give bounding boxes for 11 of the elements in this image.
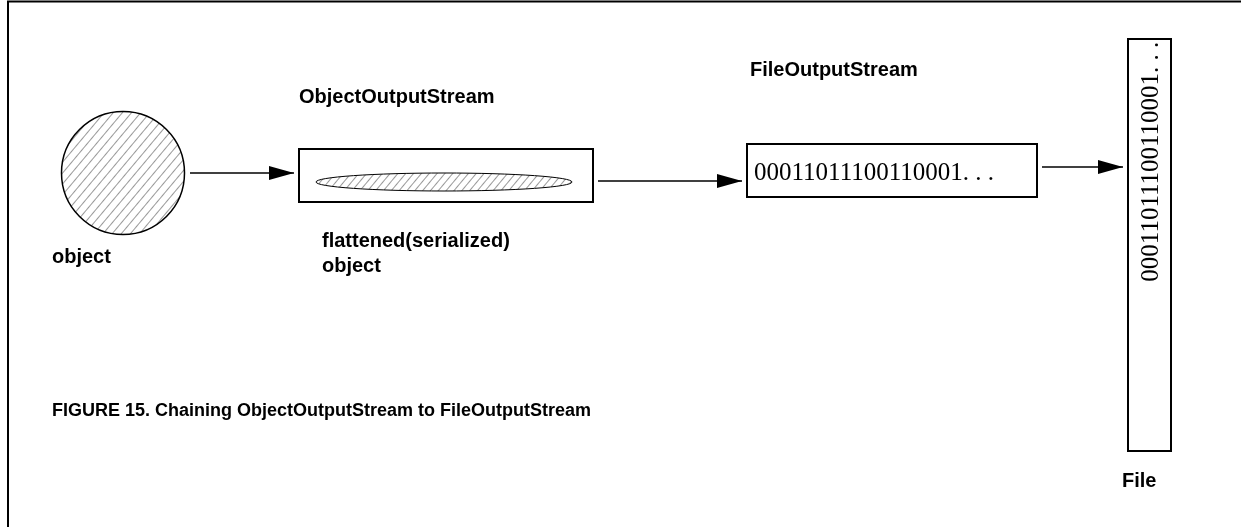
arrow (189, 166, 295, 180)
node-label: object (52, 244, 111, 269)
arrow (1041, 160, 1124, 174)
node-caption: flattened(serialized) object (322, 228, 511, 278)
node-label: ObjectOutputStream (299, 84, 495, 109)
bit-sequence: 00011011100110001. . . (1134, 41, 1164, 284)
figure-caption: FIGURE 15. Chaining ObjectOutputStream to FileOutputStream (52, 400, 592, 421)
bit-sequence: 00011011100110001. . . (754, 157, 995, 187)
node-label: File (1122, 468, 1157, 493)
arrow (597, 174, 743, 188)
node-label: FileOutputStream (750, 57, 918, 82)
